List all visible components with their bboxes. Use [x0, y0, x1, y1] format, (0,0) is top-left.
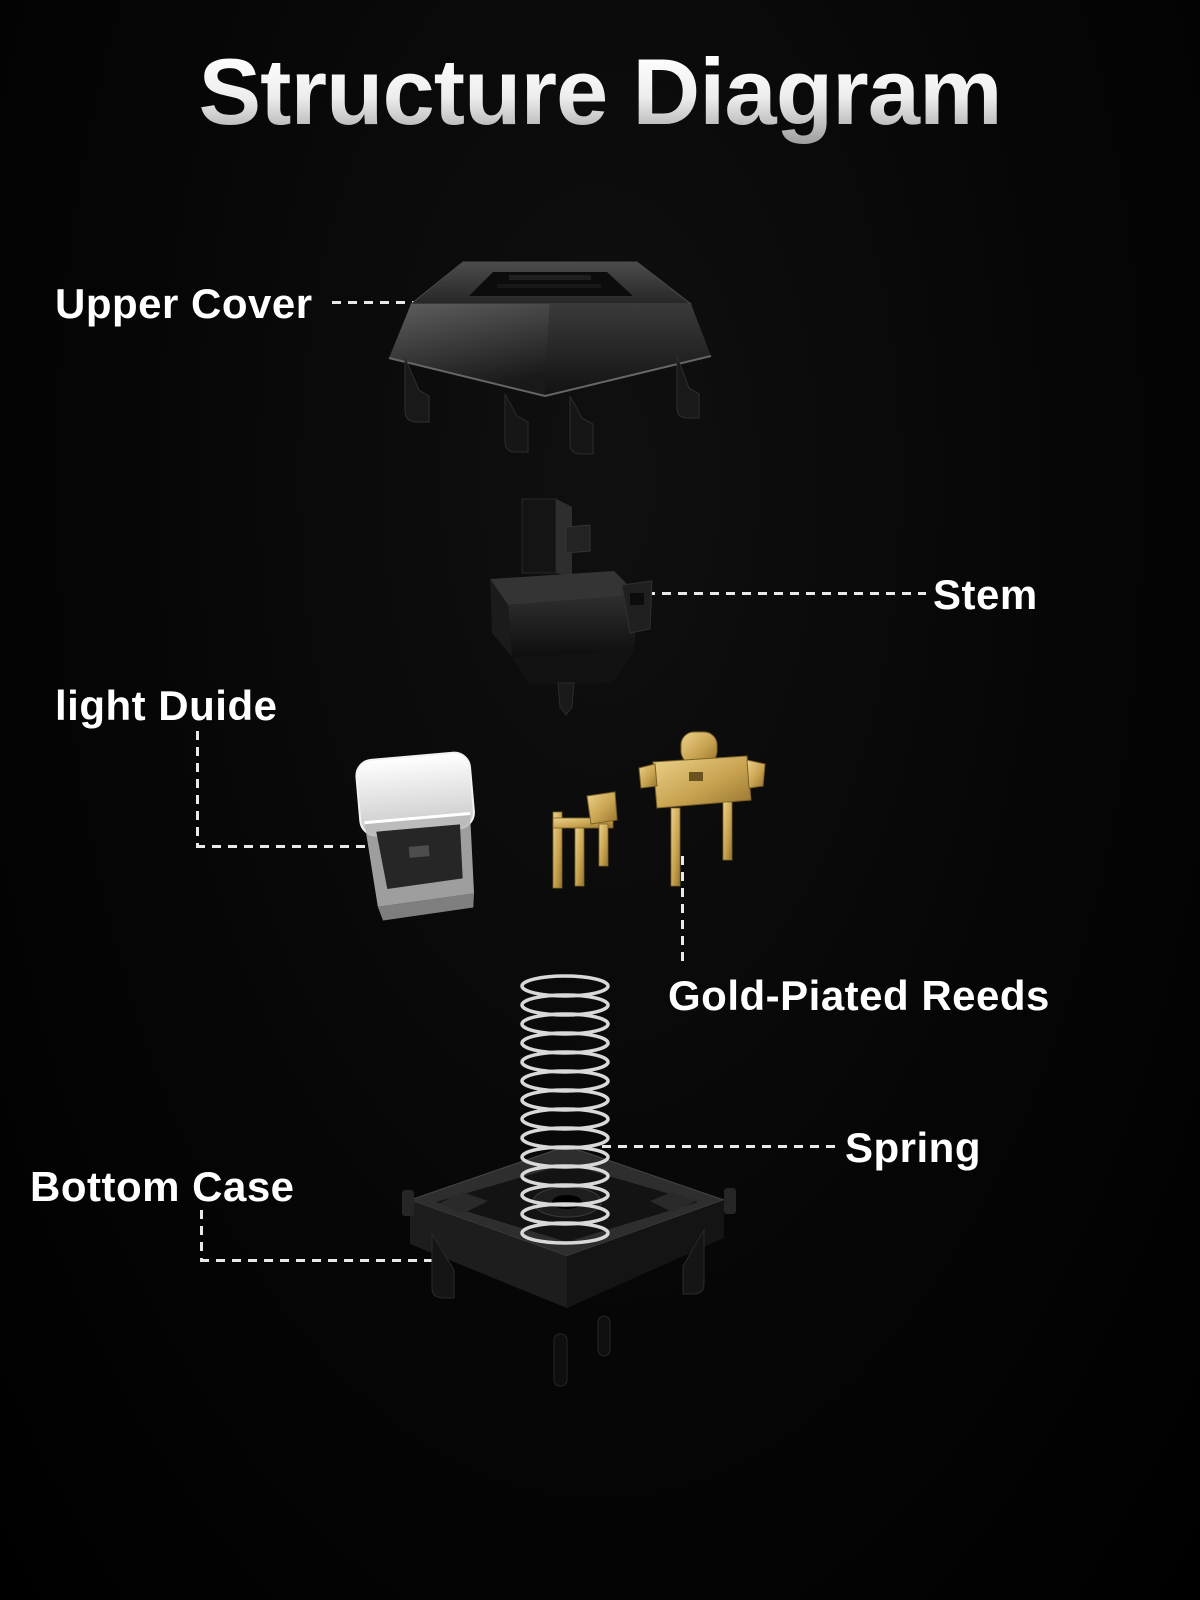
large-reed-shape	[638, 731, 766, 887]
spring-part	[520, 974, 610, 1245]
small-reed-shape	[552, 791, 618, 889]
gold-plated-reeds-part	[552, 731, 766, 889]
label-bottom-case: Bottom Case	[30, 1163, 295, 1210]
leader-bottom-case-vertical	[200, 1210, 203, 1262]
leader-upper-cover	[332, 301, 468, 304]
upper-cover-part	[388, 261, 712, 455]
label-upper-cover: Upper Cover	[55, 280, 313, 327]
label-light-guide: light Duide	[55, 682, 278, 729]
light-guide-part	[355, 751, 475, 921]
leader-bottom-case-horizontal	[200, 1259, 446, 1262]
label-gold-plated-reeds: Gold-Piated Reeds	[668, 972, 1050, 1019]
leader-light-guide-horizontal	[196, 845, 370, 848]
label-stem: Stem	[933, 571, 1038, 618]
leader-stem	[630, 592, 926, 595]
stem-part	[490, 498, 653, 716]
leader-gold-plated-reeds	[681, 856, 684, 968]
label-spring: Spring	[845, 1124, 981, 1171]
leader-spring	[602, 1145, 840, 1148]
light-guide-shape	[355, 751, 475, 921]
upper-cover-shape	[388, 261, 712, 455]
stem-shape	[490, 498, 653, 716]
spring-coils	[520, 974, 610, 1245]
leader-light-guide-vertical	[196, 731, 199, 848]
page-title: Structure Diagram	[0, 38, 1200, 146]
